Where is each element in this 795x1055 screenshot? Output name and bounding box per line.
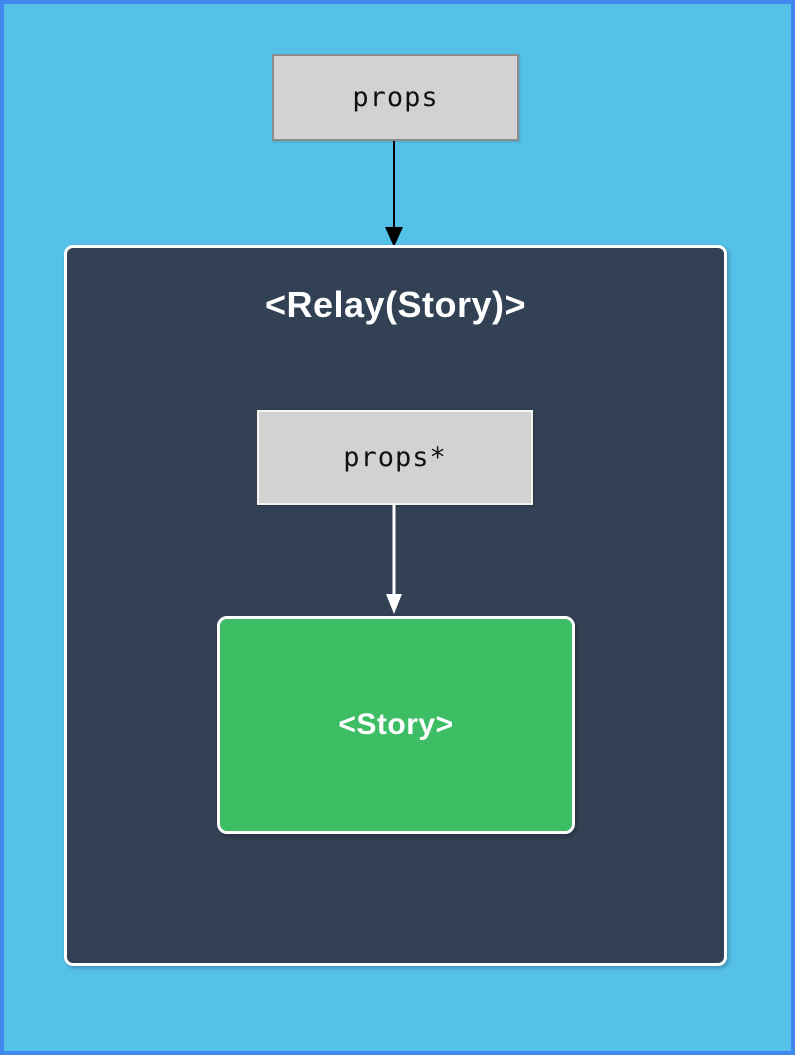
- props-star-box: props*: [257, 410, 533, 505]
- arrow-shaft: [392, 505, 396, 594]
- arrow-head: [385, 227, 403, 247]
- arrow-head: [386, 594, 402, 614]
- relay-title: <Relay(Story)>: [264, 284, 527, 325]
- arrow-shaft: [393, 141, 395, 227]
- arrow-down-white-icon: [386, 505, 402, 614]
- props-box: props: [272, 54, 519, 141]
- story-label: <Story>: [338, 708, 454, 741]
- story-box: <Story>: [217, 616, 575, 834]
- arrow-down-black-icon: [385, 141, 403, 247]
- props-label: props: [352, 82, 439, 113]
- props-star-label: props*: [343, 442, 447, 473]
